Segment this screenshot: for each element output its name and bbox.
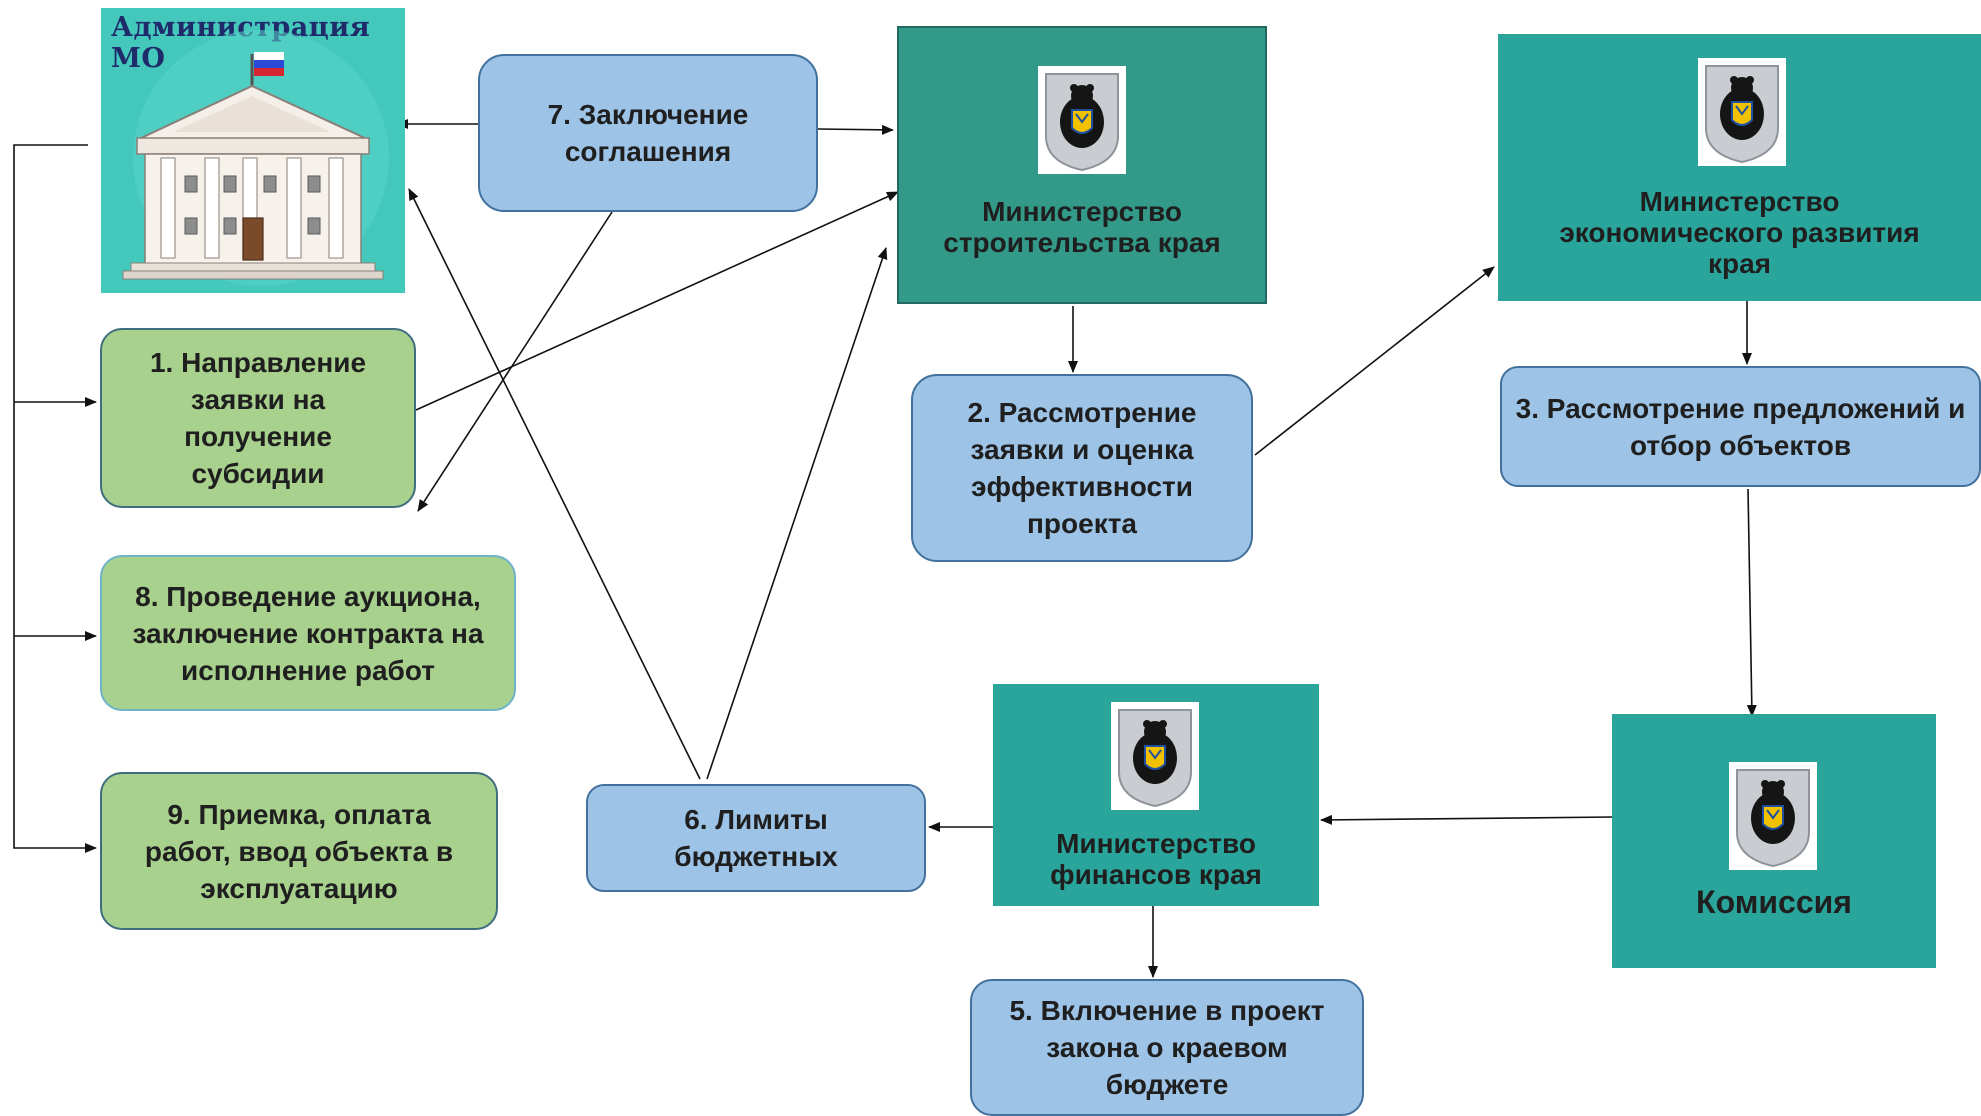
ministry-construction-label: Министерство строительства края bbox=[943, 196, 1221, 258]
russian-flag-icon bbox=[254, 52, 284, 76]
commission-node: Комиссия bbox=[1612, 714, 1936, 968]
step-6-budget-limits: 6. Лимиты бюджетных bbox=[586, 784, 926, 892]
coat-of-arms-icon bbox=[1038, 66, 1126, 174]
coat-of-arms-icon bbox=[1729, 762, 1817, 870]
step-9-label: 9. Приемка, оплата работ, ввод объекта в… bbox=[144, 798, 454, 904]
step-9-acceptance: 9. Приемка, оплата работ, ввод объекта в… bbox=[100, 772, 498, 930]
step-8-auction: 8. Проведение аукциона, заключение контр… bbox=[100, 555, 516, 711]
edge-s1-to-construction bbox=[415, 191, 899, 411]
edge-s3-to-commission bbox=[1746, 488, 1757, 717]
bracket-line bbox=[13, 144, 97, 853]
edge-s6-to-admin bbox=[408, 188, 701, 780]
ministry-economy-label: Министерство экономического развития кра… bbox=[1559, 186, 1920, 279]
step-3-label: 3. Рассмотрение предложений и отбор объе… bbox=[1515, 392, 1966, 461]
admin-mo-node: Администрация МО bbox=[101, 8, 405, 293]
step-1-label: 1. Направление заявки на получение субси… bbox=[149, 347, 367, 489]
ministry-construction-node: Министерство строительства края bbox=[897, 26, 1267, 304]
edge-commission-to-finance bbox=[1320, 814, 1613, 825]
commission-label: Комиссия bbox=[1696, 884, 1852, 920]
ministry-economy-node: Министерство экономического развития кра… bbox=[1498, 34, 1981, 301]
step-3-selection: 3. Рассмотрение предложений и отбор объе… bbox=[1500, 366, 1981, 487]
ministry-finance-node: Министерство финансов края bbox=[993, 684, 1319, 906]
step-2-evaluation: 2. Рассмотрение заявки и оценка эффектив… bbox=[911, 374, 1253, 562]
government-building-icon bbox=[122, 30, 389, 286]
edge-s6-to-construction bbox=[706, 247, 888, 780]
step-7-label: 7. Заключение соглашения bbox=[547, 99, 749, 167]
step-2-label: 2. Рассмотрение заявки и оценка эффектив… bbox=[967, 397, 1197, 539]
step-5-label: 5. Включение в проект закона о краевом б… bbox=[1009, 995, 1325, 1100]
step-1-application: 1. Направление заявки на получение субси… bbox=[100, 328, 416, 508]
edge-s2-to-economy bbox=[1254, 266, 1495, 456]
edge-s7-to-construction bbox=[817, 124, 894, 135]
coat-of-arms-icon bbox=[1111, 702, 1199, 810]
step-8-label: 8. Проведение аукциона, заключение контр… bbox=[132, 580, 484, 686]
coat-of-arms-icon bbox=[1698, 58, 1786, 166]
step-7-agreement: 7. Заключение соглашения bbox=[478, 54, 818, 212]
ministry-finance-label: Министерство финансов края bbox=[1050, 828, 1262, 890]
admin-title: Администрация МО bbox=[111, 12, 371, 74]
step-6-label: 6. Лимиты бюджетных bbox=[674, 804, 838, 872]
step-5-budget-law: 5. Включение в проект закона о краевом б… bbox=[970, 979, 1364, 1116]
edge-s7-to-s1 bbox=[417, 211, 613, 512]
